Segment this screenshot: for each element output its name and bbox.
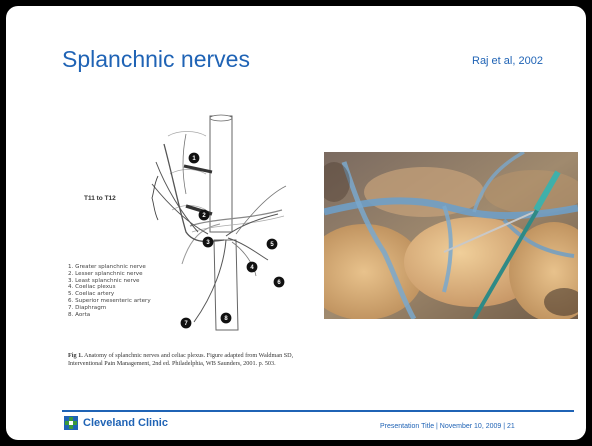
- legend-item: 5. Coeliac artery: [68, 291, 151, 298]
- logo-text: Cleveland Clinic: [83, 417, 168, 429]
- slide: Splanchnic nerves Raj et al, 2002: [6, 6, 586, 440]
- citation: Raj et al, 2002: [472, 55, 543, 67]
- legend-item: 7. Diaphragm: [68, 305, 151, 312]
- cleveland-clinic-logo: Cleveland Clinic: [64, 416, 168, 430]
- caption-lead: Fig 1.: [68, 352, 83, 359]
- cleveland-clinic-logo-icon: [64, 416, 78, 430]
- legend-item: 8. Aorta: [68, 312, 151, 319]
- legend-item: 3. Least splanchnic nerve: [68, 278, 151, 285]
- legend-item: 1. Greater splanchnic nerve: [68, 264, 151, 271]
- vertebral-range-label: T11 to T12: [84, 195, 116, 202]
- caption-body: Anatomy of splanchnic nerves and celiac …: [68, 352, 293, 367]
- legend-item: 2. Lesser splanchnic nerve: [68, 271, 151, 278]
- figure-legend: 1. Greater splanchnic nerve 2. Lesser sp…: [68, 264, 151, 318]
- legend-item: 6. Superior mesenteric artery: [68, 298, 151, 305]
- dissection-photo: [324, 152, 578, 319]
- slide-title: Splanchnic nerves: [62, 46, 250, 73]
- legend-item: 4. Coeliac plexus: [68, 284, 151, 291]
- footer-info: Presentation Title | November 10, 2009 |…: [380, 423, 515, 430]
- footer-divider: [62, 410, 574, 412]
- figure-caption: Fig 1. Anatomy of splanchnic nerves and …: [68, 352, 328, 368]
